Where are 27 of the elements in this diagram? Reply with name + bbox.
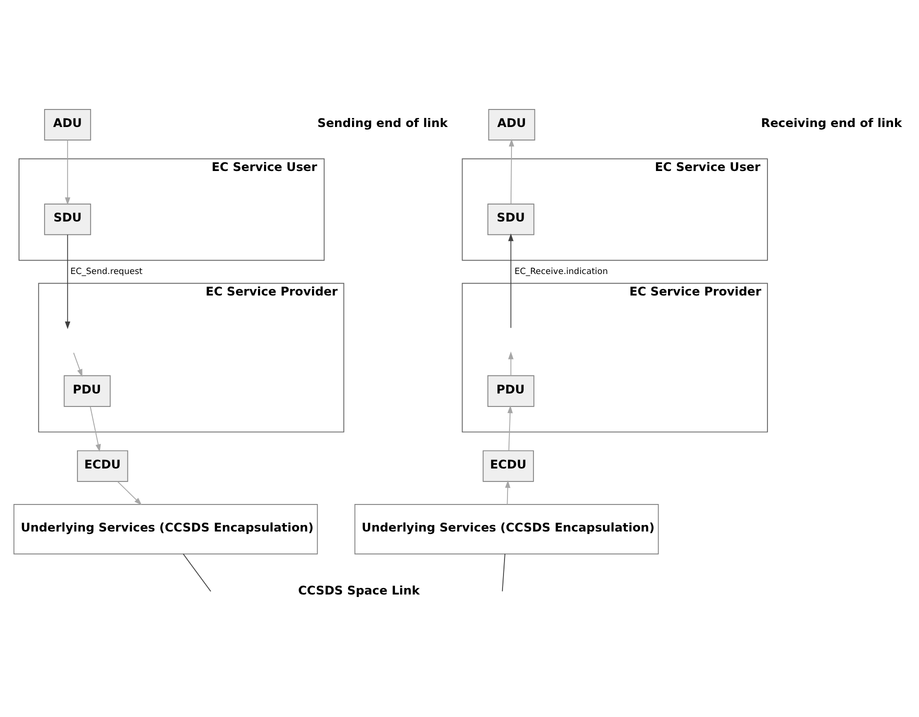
label: Receiving end of link	[761, 116, 902, 130]
node-box: Underlying Services (CCSDS Encapsulation)	[354, 504, 659, 554]
connector	[182, 554, 212, 592]
arrow	[64, 140, 70, 206]
node-box: PDU	[487, 375, 534, 407]
node-box: ECDU	[76, 450, 128, 482]
connector	[502, 554, 506, 592]
arrow	[73, 352, 82, 377]
label: CCSDS Space Link	[298, 584, 420, 598]
arrow	[64, 234, 70, 330]
arrow	[508, 138, 514, 204]
arrow	[507, 405, 513, 452]
node-box: Underlying Services (CCSDS Encapsulation)	[13, 504, 318, 554]
arrow	[508, 233, 514, 328]
label: Sending end of link	[317, 116, 448, 130]
node-box: ADU	[488, 108, 536, 141]
edge-label: EC_Receive.indication	[514, 266, 608, 277]
arrow	[90, 406, 101, 452]
node-box: SDU	[487, 204, 534, 236]
node-box: ECDU	[482, 450, 534, 482]
node-box: ADU	[44, 108, 92, 141]
arrow	[508, 352, 514, 376]
arrow	[117, 481, 142, 506]
node-box: PDU	[64, 375, 111, 407]
edge-label: EC_Send.request	[70, 266, 143, 277]
arrow	[505, 480, 510, 505]
node-box: SDU	[44, 204, 92, 236]
